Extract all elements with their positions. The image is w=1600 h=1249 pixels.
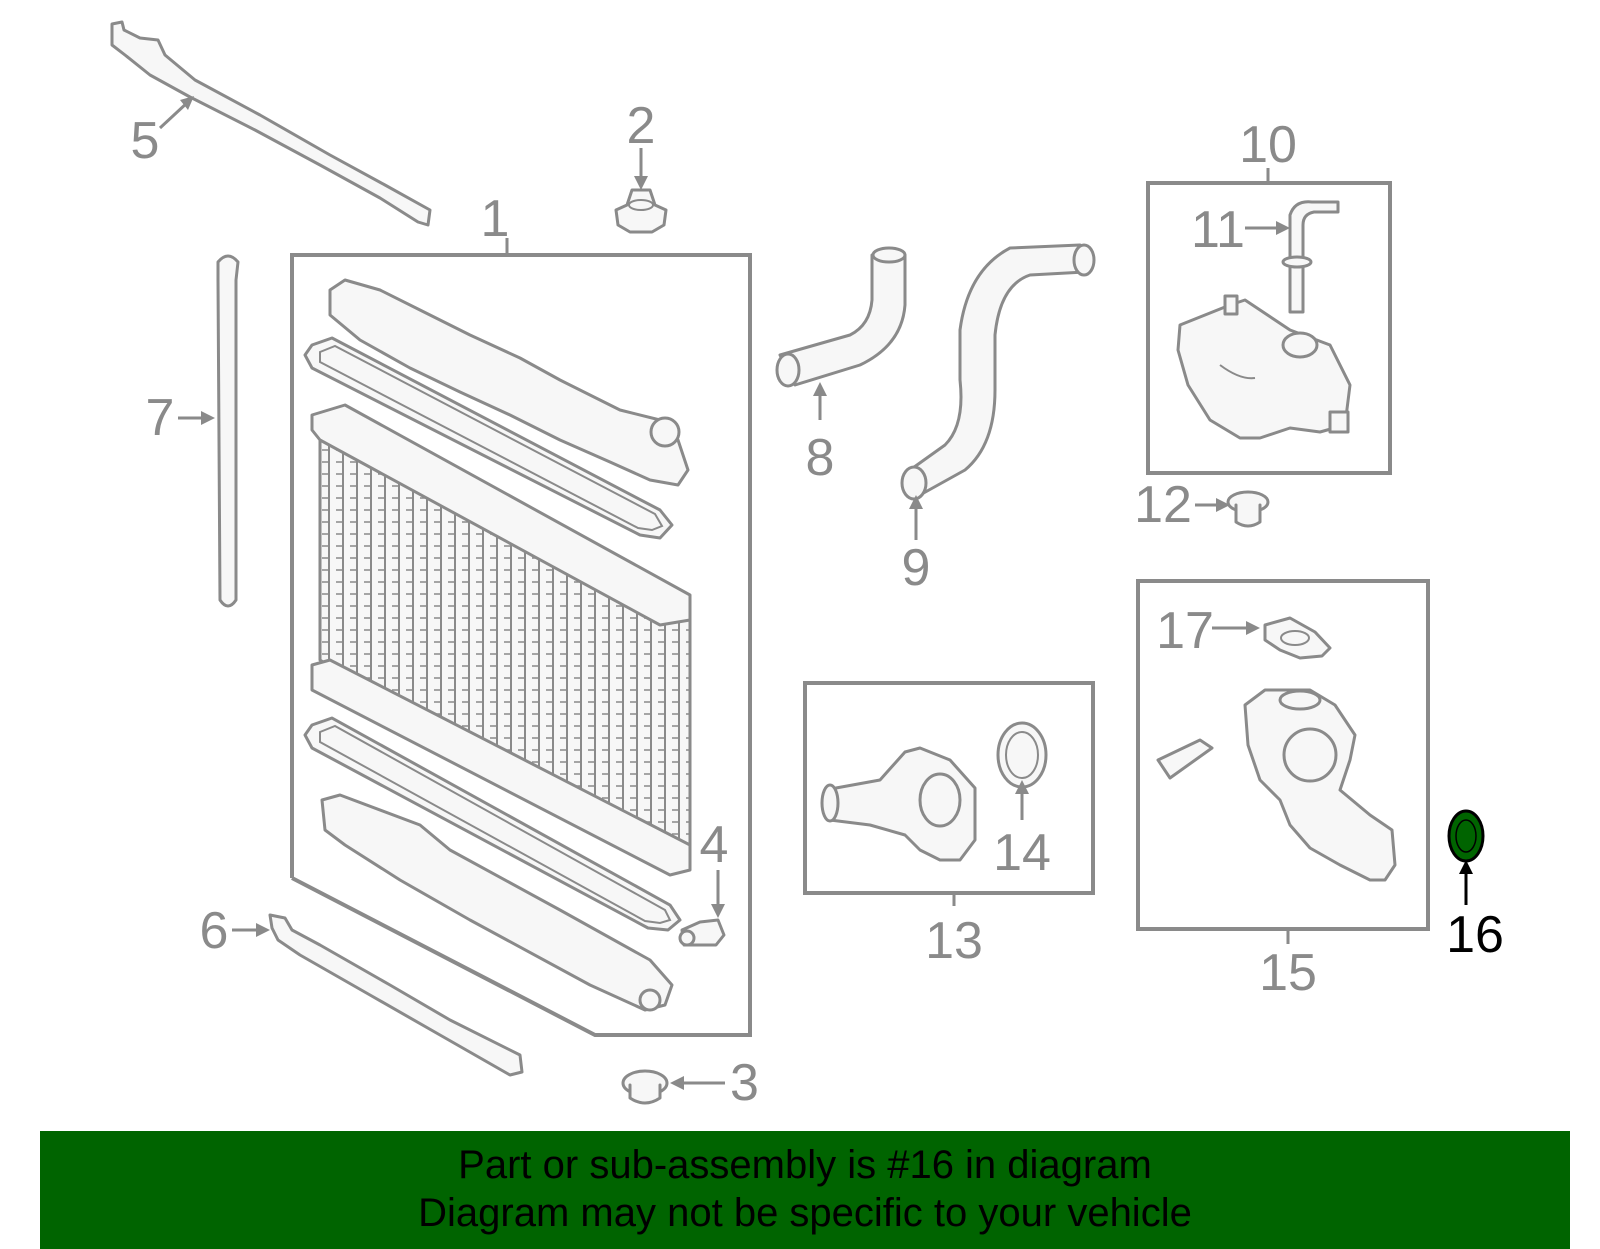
part-6-lower-seal (268, 913, 524, 1077)
part-12-cap (1226, 490, 1270, 528)
part-10-reservoir-assembly (1146, 168, 1392, 475)
callout-6: 6 (200, 902, 229, 960)
leader-arrows (158, 96, 1473, 1090)
callout-7: 7 (146, 389, 175, 447)
callout-17: 17 (1156, 602, 1214, 660)
part-9-hose (900, 243, 1096, 501)
callout-15: 15 (1259, 944, 1317, 1002)
part-2-cap (614, 188, 668, 234)
part-15-water-inlet-assembly (1136, 579, 1430, 944)
part-4-drain-cock (678, 918, 726, 947)
part-7-side-seal (216, 254, 240, 608)
callout-3: 3 (730, 1054, 759, 1112)
part-16-gasket-highlighted (1447, 809, 1485, 863)
callout-2: 2 (627, 97, 656, 155)
callout-16: 16 (1446, 906, 1504, 964)
banner-line-1: Part or sub-assembly is #16 in diagram (458, 1143, 1152, 1187)
callout-12: 12 (1134, 476, 1192, 534)
callout-5: 5 (131, 112, 160, 170)
banner-line-2: Diagram may not be specific to your vehi… (418, 1191, 1192, 1235)
callout-1: 1 (481, 190, 510, 248)
part-13-thermostat-housing (803, 681, 1095, 906)
callout-14: 14 (993, 824, 1051, 882)
callout-8: 8 (806, 429, 835, 487)
part-17-cover (1263, 616, 1332, 660)
callout-4: 4 (700, 816, 729, 874)
callout-13: 13 (925, 912, 983, 970)
callout-9: 9 (902, 539, 931, 597)
callout-10: 10 (1239, 116, 1297, 174)
part-14-gasket (996, 721, 1048, 789)
callout-11: 11 (1191, 201, 1245, 259)
info-banner: Part or sub-assembly is #16 in diagram D… (40, 1131, 1570, 1249)
part-11-reservoir-hose (1281, 200, 1340, 314)
part-8-hose (775, 246, 907, 388)
part-5-upper-seal (110, 20, 432, 227)
part-3-plug (621, 1069, 669, 1105)
part-1-radiator-assembly (290, 238, 752, 1037)
